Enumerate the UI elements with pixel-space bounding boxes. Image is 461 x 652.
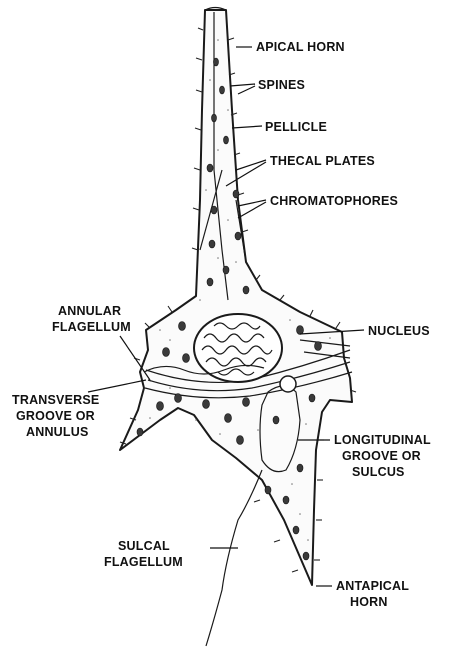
label-transverse-line1: TRANSVERSE bbox=[12, 393, 99, 407]
label-annular-flagellum-line2: FLAGELLUM bbox=[52, 320, 131, 334]
label-chromatophores: CHROMATOPHORES bbox=[270, 194, 398, 208]
label-antapical-line1: ANTAPICAL bbox=[336, 579, 409, 593]
label-transverse-line2: GROOVE OR bbox=[16, 409, 95, 423]
label-sulcal-line2: FLAGELLUM bbox=[104, 555, 183, 569]
label-spines: SPINES bbox=[258, 78, 305, 92]
sulcal-flagellum-shape bbox=[206, 470, 262, 646]
label-annular-flagellum-line1: ANNULAR bbox=[58, 304, 121, 318]
label-pellicle: PELLICLE bbox=[265, 120, 327, 134]
label-apical-horn: APICAL HORN bbox=[256, 40, 345, 54]
apical-horn-shape bbox=[120, 10, 352, 585]
label-nucleus: NUCLEUS bbox=[368, 324, 430, 338]
label-longitudinal-line3: SULCUS bbox=[352, 465, 405, 479]
cell-body bbox=[120, 8, 352, 586]
label-antapical-line2: HORN bbox=[350, 595, 388, 609]
label-longitudinal-line1: LONGITUDINAL bbox=[334, 433, 431, 447]
label-sulcal-line1: SULCAL bbox=[118, 539, 170, 553]
label-longitudinal-line2: GROOVE OR bbox=[342, 449, 421, 463]
nucleus-shape bbox=[194, 314, 282, 382]
label-thecal-plates: THECAL PLATES bbox=[270, 154, 375, 168]
label-transverse-line3: ANNULUS bbox=[26, 425, 89, 439]
